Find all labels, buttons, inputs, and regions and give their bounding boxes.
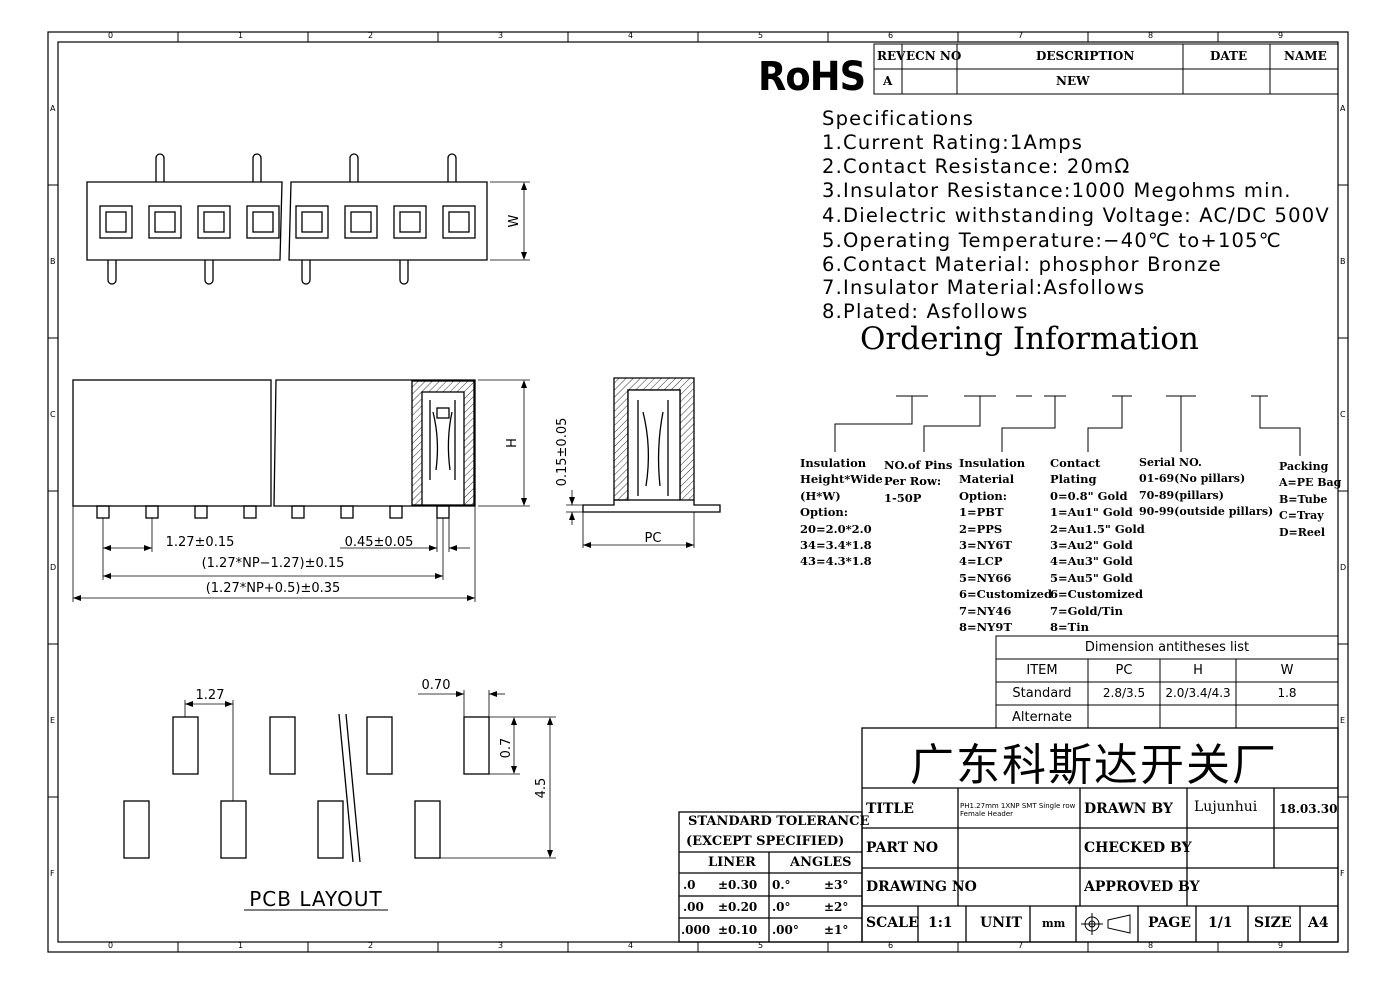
- pcb-pad-len-label: 0.7: [499, 738, 514, 759]
- tolerance-cell: ±0.30: [718, 878, 758, 892]
- date-value: 18.03.30: [1279, 802, 1338, 816]
- ordering-packing: Packing A=PE Bag B=Tube C=Tray D=Reel: [1279, 460, 1342, 539]
- company-name: 广东科斯达开关厂: [910, 740, 1278, 791]
- table-cell: 2.8/3.5: [1102, 686, 1146, 700]
- page-value: 1/1: [1208, 915, 1233, 931]
- tolerance-cell: .00: [683, 900, 704, 914]
- tolerance-cell: ±1°: [824, 923, 849, 937]
- spec-item: 1.Current Rating:1Amps: [822, 131, 1084, 154]
- side-section: [566, 377, 721, 548]
- tolerance-title: STANDARD TOLERANCE: [688, 814, 870, 829]
- pcb-pitch-label: 1.27: [196, 688, 225, 703]
- spec-item: 2.Contact Resistance: 20mΩ: [822, 155, 1131, 178]
- spec-item: 4.Dielectric withstanding Voltage: AC/DC…: [822, 204, 1330, 227]
- top-view: [86, 153, 530, 285]
- date-header: DATE: [1210, 49, 1248, 63]
- table-cell: Standard: [1012, 686, 1072, 701]
- ecn-header: ECN NO: [906, 49, 962, 63]
- tolerance-cell: ±3°: [824, 878, 849, 892]
- dim-pin-width-label: 0.45±0.05: [345, 535, 414, 550]
- spec-item: 6.Contact Material: phosphor Bronze: [822, 253, 1222, 276]
- tolerance-linear-header: LINER: [708, 855, 756, 870]
- tolerance-cell: .00°: [772, 923, 799, 937]
- frame-ticks: [48, 32, 1348, 952]
- pcb-layout: [123, 690, 556, 863]
- title-block-lines: [678, 727, 1339, 943]
- size-value: A4: [1308, 915, 1329, 931]
- pcb-layout-label: PCB LAYOUT: [249, 887, 383, 911]
- tolerance-subtitle: (EXCEPT SPECIFIED): [686, 834, 845, 849]
- tolerance-cell: ±0.10: [718, 923, 758, 937]
- name-header: NAME: [1284, 49, 1327, 63]
- drawn-by-label: DRAWN BY: [1084, 801, 1173, 817]
- dim-w-label: W: [507, 214, 522, 227]
- projection-symbol-icon: [1081, 913, 1131, 935]
- spec-item: 5.Operating Temperature:−40℃ to+105℃: [822, 229, 1282, 252]
- table-header: H: [1193, 663, 1203, 678]
- spec-item: 3.Insulator Resistance:1000 Megohms min.: [822, 179, 1292, 202]
- dim-span2-label: (1.27*NP+0.5)±0.35: [206, 581, 341, 596]
- rohs-mark: RoHS: [758, 54, 866, 100]
- ordering-serial: Serial NO. 01-69(No pillars) 70-89(pilla…: [1139, 456, 1274, 519]
- dim-span1-label: (1.27*NP−1.27)±0.15: [202, 556, 345, 571]
- rev-value: A: [883, 74, 893, 88]
- ordering-insulation-material: Insulation Material Option: 1=PBT 2=PPS …: [959, 456, 1053, 635]
- ordering-contact-plating: Contact Plating 0=0.8" Gold 1=Au1" Gold …: [1050, 456, 1145, 635]
- dim-pitch-label: 1.27±0.15: [166, 535, 235, 550]
- scale-label: SCALE: [866, 915, 919, 931]
- dim-coplanarity-label: 0.15±0.05: [555, 418, 570, 487]
- front-view: [72, 379, 530, 602]
- unit-label: UNIT: [980, 915, 1022, 931]
- tolerance-cell: ±0.20: [718, 900, 758, 914]
- pcb-row-span-label: 4.5: [534, 778, 549, 799]
- table-header: W: [1280, 663, 1294, 678]
- drawn-by-value: Lujunhui: [1194, 799, 1258, 815]
- tolerance-cell: ±2°: [824, 900, 849, 914]
- ordering-leaders: [834, 395, 1301, 456]
- title-value: PH1.27mm 1XNP SMT Single row Female Head…: [960, 802, 1076, 818]
- tolerance-angles-header: ANGLES: [790, 855, 852, 870]
- spec-item: 8.Plated: Asfollows: [822, 300, 1029, 323]
- approved-by-label: APPROVED BY: [1084, 879, 1200, 895]
- spec-item: 7.Insulator Material:Asfollows: [822, 276, 1146, 299]
- scale-value: 1:1: [928, 915, 953, 931]
- tolerance-cell: 0.°: [772, 878, 791, 892]
- table-cell: 1.8: [1277, 686, 1297, 700]
- pcb-pad-width-label: 0.70: [422, 678, 451, 693]
- ordering-insulation-height: Insulation Height*Wide (H*W) Option: 20=…: [800, 456, 883, 569]
- part-no-label: PART NO: [866, 840, 939, 856]
- size-label: SIZE: [1254, 915, 1292, 931]
- unit-value: mm: [1042, 917, 1066, 930]
- page-label: PAGE: [1148, 915, 1191, 931]
- tolerance-cell: .0°: [772, 900, 791, 914]
- table-cell: 2.0/3.4/4.3: [1165, 686, 1231, 700]
- dim-pc-label: PC: [645, 531, 662, 546]
- tolerance-cell: .000: [681, 923, 711, 937]
- ordering-title: Ordering Information: [860, 321, 1199, 357]
- dimension-table-title: Dimension antitheses list: [1084, 640, 1250, 655]
- title-label: TITLE: [866, 801, 914, 817]
- drawing-no-label: DRAWING NO: [866, 879, 977, 895]
- rev-header: REV: [877, 49, 906, 63]
- description-header: DESCRIPTION: [1036, 49, 1135, 63]
- tolerance-cell: .0: [683, 878, 696, 892]
- description-value: NEW: [1056, 74, 1090, 88]
- spec-heading: Specifications: [822, 107, 975, 130]
- revision-block-lines: [873, 43, 1339, 95]
- table-cell: Alternate: [1011, 710, 1073, 725]
- ordering-pins: NO.of Pins Per Row: 1-50P: [884, 458, 953, 505]
- dim-h-label: H: [505, 438, 520, 448]
- table-header: ITEM: [1026, 663, 1058, 678]
- table-header: PC: [1115, 663, 1133, 678]
- checked-by-label: CHECKED BY: [1084, 840, 1192, 856]
